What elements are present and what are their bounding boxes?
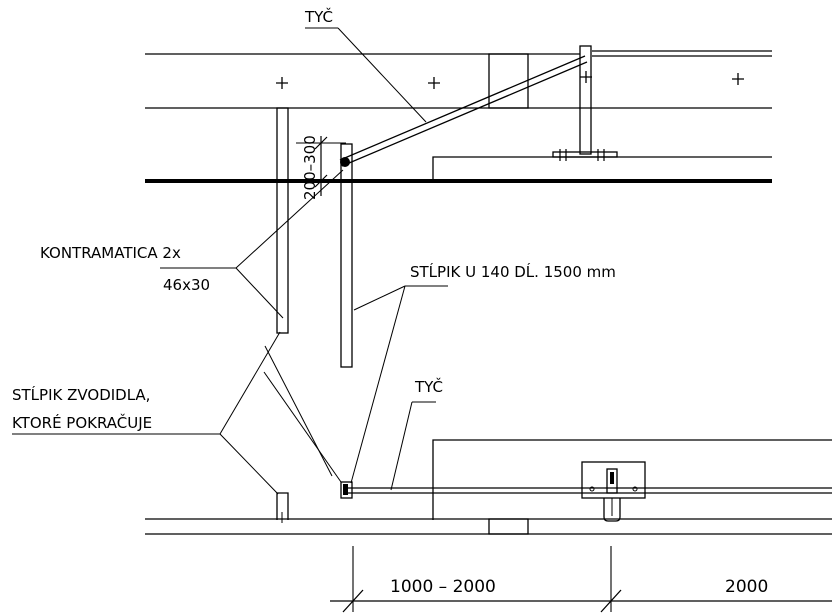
counter-batten-right	[340, 143, 353, 368]
top-plan-view: 200–300 TYČ	[145, 7, 772, 368]
post-foot	[603, 498, 621, 522]
counter-batten-left	[276, 107, 289, 334]
ground-block	[488, 518, 529, 535]
plus-mark	[732, 73, 744, 85]
base-anchors	[559, 149, 605, 161]
plus-marks	[276, 71, 744, 89]
plus-mark	[276, 77, 288, 89]
dim-200-300-label: 200–300	[301, 135, 319, 200]
guardrail-post	[579, 45, 592, 155]
bar-end-nut	[343, 484, 348, 495]
plus-mark	[428, 77, 440, 89]
plate-bolt	[589, 486, 595, 492]
leader-kontramatica-b	[235, 267, 284, 319]
leader-kontramatica-a	[235, 169, 344, 269]
dim-2000-label: 2000	[725, 577, 768, 597]
bar-connection-node	[340, 157, 350, 167]
post-section	[606, 468, 618, 494]
bar-end-fitting	[340, 481, 353, 499]
plus-mark	[580, 71, 592, 83]
label-stlpik-u140: STĹPIK U 140 DĹ. 1500 mm	[410, 262, 616, 281]
annotations: KONTRAMATICA 2x 46x30 STĹPIK U 140 DĹ. 1…	[12, 169, 616, 495]
rail-block	[488, 53, 529, 109]
label-stlpik-zvodidla-2: KTORÉ POKRAČUJE	[12, 413, 152, 432]
diagonal-bar-b	[341, 61, 588, 167]
label-stlpik-zvodidla: STĹPIK ZVODIDLA,	[12, 385, 150, 404]
leader-stlpik-a	[353, 285, 406, 311]
label-kontramatica-size: 46x30	[163, 276, 210, 294]
kerb-elevation	[432, 439, 832, 520]
leader-tyc-bottom	[390, 401, 413, 491]
diagonal-bar-a	[339, 55, 586, 161]
existing-post	[276, 492, 289, 520]
dim-ticks-horizontal	[342, 589, 622, 613]
dim-1000-2000-label: 1000 – 2000	[390, 577, 496, 597]
post-section-fill	[610, 472, 614, 484]
leader-batten-bottom	[263, 371, 342, 483]
dim-ticks	[314, 136, 328, 188]
leader-tyc-top	[337, 27, 427, 123]
leader-zvodidla-b	[219, 433, 279, 495]
leader-kontramatica-long	[264, 345, 333, 477]
label-tyc-bottom: TYČ	[414, 377, 443, 396]
plate-bolt	[632, 486, 638, 492]
bottom-elevation-view: 1000 – 2000 2000	[145, 439, 832, 613]
post-plate	[581, 461, 646, 499]
leader-zvodidla-a	[219, 331, 281, 435]
label-tyc-top: TYČ	[304, 7, 333, 26]
label-kontramatica: KONTRAMATICA 2x	[40, 244, 181, 262]
kerb-outline	[432, 156, 772, 180]
leader-stlpik-b	[350, 285, 406, 484]
